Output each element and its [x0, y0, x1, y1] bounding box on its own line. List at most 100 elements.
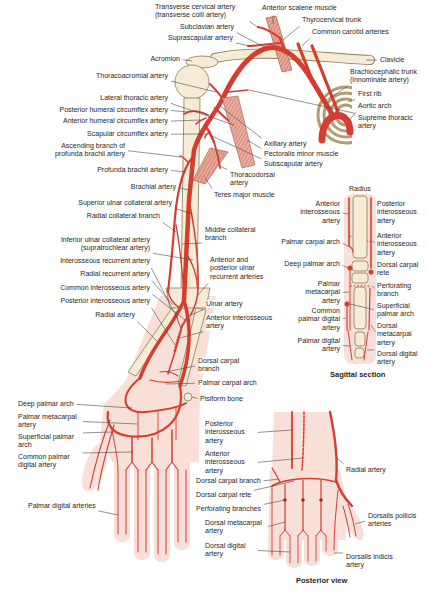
artery	[126, 378, 186, 412]
part-label: Subscapular artery	[264, 160, 323, 168]
part-label: Clavicle	[380, 56, 405, 64]
leader-line	[343, 213, 348, 215]
part-label: Anterior interosseous artery	[296, 200, 340, 225]
leader-line	[192, 397, 197, 398]
artery	[228, 90, 248, 92]
leader-line	[343, 318, 346, 320]
part-label: Superior ulnar collateral artery	[78, 199, 172, 207]
skin-outline	[304, 525, 320, 566]
part-label: Axillary artery	[264, 140, 306, 148]
artery	[150, 380, 180, 382]
view-caption: Sagittal section	[330, 370, 385, 379]
bone	[355, 332, 365, 346]
part-label: Radius	[349, 185, 371, 193]
artery	[302, 412, 304, 470]
part-label: Palmar digital arteries	[28, 502, 96, 510]
part-label: Perforating branch	[377, 282, 423, 299]
part-label: Radial collateral branch	[87, 212, 160, 220]
artery	[190, 288, 198, 316]
leader-line	[355, 521, 365, 524]
part-label: Common palmar digital artery	[294, 307, 340, 332]
artery	[138, 408, 176, 440]
leader-line	[212, 136, 261, 159]
leader-line	[205, 178, 212, 189]
leader-line	[220, 166, 227, 170]
part-label: Posterior interosseous artery	[377, 200, 423, 225]
part-label: Suprascapular artery	[168, 34, 233, 42]
artery	[90, 420, 114, 490]
leader-line	[162, 222, 176, 232]
artery	[140, 300, 184, 378]
leader-line	[258, 551, 290, 552]
artery	[350, 270, 351, 330]
artery	[168, 158, 192, 292]
leader-line	[236, 43, 250, 46]
part-label: Thyrocervical trunk	[302, 16, 361, 24]
part-label: Common interosseous artery	[60, 284, 150, 292]
leader-line	[99, 511, 118, 515]
part-label: Radial recurrent artery	[80, 270, 150, 278]
part-label: Posterior interosseous artery	[61, 297, 150, 305]
part-label: Interosseous recurrent artery	[60, 257, 150, 265]
skin-outline	[114, 452, 130, 542]
artery-section	[301, 498, 305, 502]
leader-line	[152, 294, 185, 320]
leader-line	[326, 86, 347, 100]
artery	[258, 27, 280, 38]
part-label: Radial artery	[95, 311, 135, 319]
artery	[160, 372, 178, 376]
bone	[166, 288, 210, 308]
artery	[180, 156, 188, 162]
artery	[182, 318, 187, 326]
part-label: Palmar carpal arch	[281, 238, 340, 246]
artery	[118, 470, 186, 554]
part-label: Palmar digital artery	[294, 337, 340, 354]
part-label: Dorsal carpal branch	[196, 477, 261, 485]
part-label: Teres major muscle	[214, 191, 275, 199]
part-label: Deep palmar arch	[18, 400, 74, 408]
leader-line	[153, 253, 193, 260]
skin-outline	[268, 525, 284, 560]
artery	[108, 386, 181, 437]
bone	[352, 261, 368, 271]
skin-outline	[174, 452, 190, 550]
leader-line	[247, 140, 261, 148]
part-label: Superficial palmar arch	[377, 302, 423, 319]
artery	[364, 332, 368, 360]
leader-line	[180, 332, 203, 338]
part-label: Inferior ulnar collateral artery (suprat…	[40, 236, 150, 253]
part-label: Anterior humeral circumflex artery	[63, 117, 168, 125]
part-label: Dorsal digital artery	[377, 350, 423, 367]
leader-line	[83, 422, 137, 424]
part-label: Dorsal carpal rete	[196, 491, 251, 499]
leader-line	[283, 26, 300, 40]
part-label: Scapular circumflex artery	[87, 130, 168, 138]
artery	[248, 43, 281, 46]
leader-line	[175, 208, 192, 214]
leader-line	[264, 479, 279, 481]
part-label: Brachiocephalic trunk (innominate artery…	[350, 68, 426, 85]
part-label: Pectoralis minor muscle	[264, 150, 338, 158]
part-label: Dorsal metacarpal artery	[205, 519, 265, 536]
part-label: Posterior humeral circumflex artery	[59, 106, 168, 114]
bone	[354, 287, 366, 329]
artery-section	[345, 302, 350, 307]
leader-line	[334, 553, 343, 554]
leader-line	[348, 99, 355, 102]
leader-line	[371, 325, 375, 332]
artery	[174, 326, 182, 352]
leader-line	[171, 120, 200, 121]
leader-line	[258, 458, 303, 462]
bone	[352, 196, 368, 358]
muscle	[222, 96, 255, 168]
leader-line	[249, 90, 355, 113]
artery-section	[319, 498, 323, 502]
artery	[346, 306, 347, 330]
part-label: First rib	[358, 90, 381, 98]
part-label: Anterior interosseous artery	[377, 232, 423, 257]
artery	[126, 462, 178, 470]
artery	[168, 326, 182, 374]
leader-line	[171, 170, 186, 172]
muscle	[193, 148, 228, 184]
leader-line	[137, 321, 158, 342]
